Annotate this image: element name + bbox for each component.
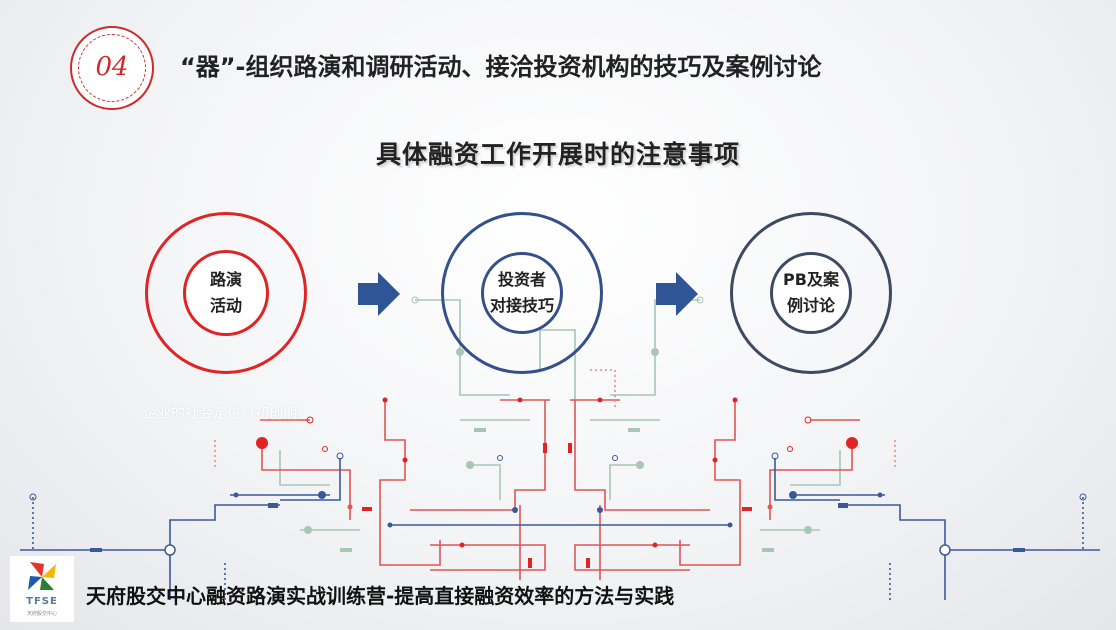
slide-subtitle: 具体融资工作开展时的注意事项	[375, 140, 740, 169]
pinwheel-logo-icon	[28, 562, 56, 590]
node-pb-case: PB及案 例讨论	[730, 212, 892, 374]
node-roadshow-label-2: 活动	[209, 296, 242, 315]
node-roadshow: 路演 活动	[145, 212, 307, 374]
section-number: 04	[95, 52, 129, 82]
slide-title: “器”-组织路演和调研活动、接洽投资机构的技巧及案例讨论	[180, 53, 822, 81]
tfse-logo: TFSE 天府股交中心	[10, 556, 74, 622]
node-roadshow-label-1: 路演	[209, 270, 242, 289]
arrow-right-icon	[358, 272, 400, 316]
node-pb-case-label-1: PB及案	[783, 270, 839, 289]
ghost-text: 企业的社会定位（初创期）	[143, 406, 311, 422]
node-investor-label-1: 投资者	[497, 270, 546, 289]
arrow-right-icon	[656, 272, 698, 316]
section-badge: 04	[70, 26, 154, 110]
node-investor-inner: 投资者 对接技巧	[481, 252, 563, 334]
node-pb-case-inner: PB及案 例讨论	[770, 252, 852, 334]
section-badge-ring	[78, 34, 146, 102]
logo-text: TFSE	[26, 596, 58, 607]
node-pb-case-label-2: 例讨论	[786, 296, 835, 315]
node-investor: 投资者 对接技巧	[441, 212, 603, 374]
node-roadshow-inner: 路演 活动	[183, 250, 269, 336]
footer-title: 天府股交中心融资路演实战训练营-提高直接融资效率的方法与实践	[86, 584, 675, 608]
logo-subtext: 天府股交中心	[26, 611, 57, 617]
node-investor-label-2: 对接技巧	[489, 296, 554, 315]
